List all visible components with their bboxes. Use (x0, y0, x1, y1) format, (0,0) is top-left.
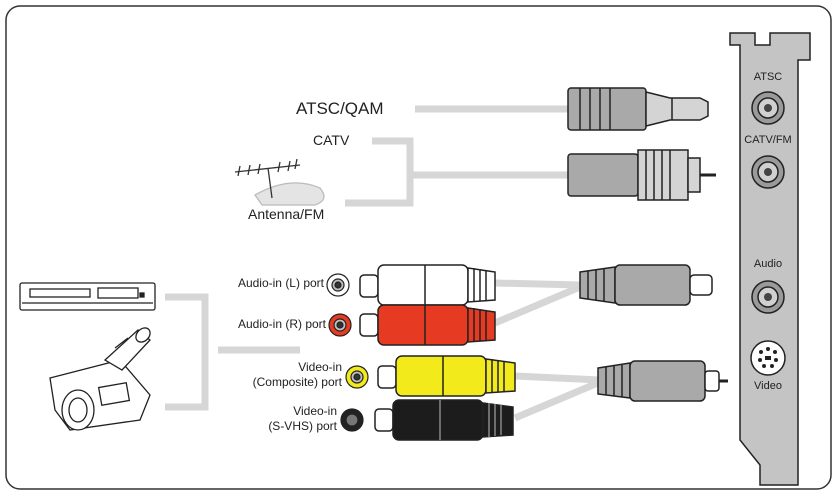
cables (165, 105, 602, 422)
atsc-port (751, 91, 785, 125)
pci-bracket (729, 32, 811, 486)
video-composite-jack (345, 365, 369, 389)
svideo-port (750, 340, 786, 376)
video-svhs-jack (340, 408, 364, 432)
vcr-icon (19, 282, 156, 311)
audio-l-jack (326, 273, 350, 297)
catv-plug (567, 149, 716, 201)
card-label-video: Video (754, 380, 782, 392)
atsc-plug (567, 87, 709, 131)
card-label-catv-fm: CATV/FM (744, 134, 792, 146)
black-svhs-plug (374, 399, 514, 441)
video-in-composite-label-2: (Composite) port (252, 375, 342, 389)
catv-label: CATV (313, 132, 350, 148)
yellow-rca-plug (377, 355, 516, 397)
audio-port (751, 280, 785, 314)
atsc-qam-label: ATSC/QAM (296, 99, 384, 118)
antenna-fm-label: Antenna/FM (248, 206, 325, 222)
video-in-composite-label-1: Video-in (298, 360, 342, 374)
card-label-audio: Audio (753, 258, 783, 270)
audio-in-l-label: Audio-in (L) port (237, 276, 324, 290)
audio-r-jack (328, 313, 352, 337)
audio-card-plug (579, 264, 713, 306)
card-label-atsc: ATSC (753, 71, 783, 83)
audio-in-r-label: Audio-in (R) port (237, 317, 326, 331)
video-in-svhs-label-1: Video-in (293, 404, 337, 418)
video-card-plug (597, 360, 728, 402)
red-rca-plug (359, 304, 496, 346)
antenna-icon (234, 158, 325, 206)
catv-fm-port (751, 155, 785, 189)
camcorder-icon (49, 327, 151, 431)
white-rca-plug (359, 264, 496, 306)
video-in-svhs-label-2: (S-VHS) port (268, 419, 337, 433)
